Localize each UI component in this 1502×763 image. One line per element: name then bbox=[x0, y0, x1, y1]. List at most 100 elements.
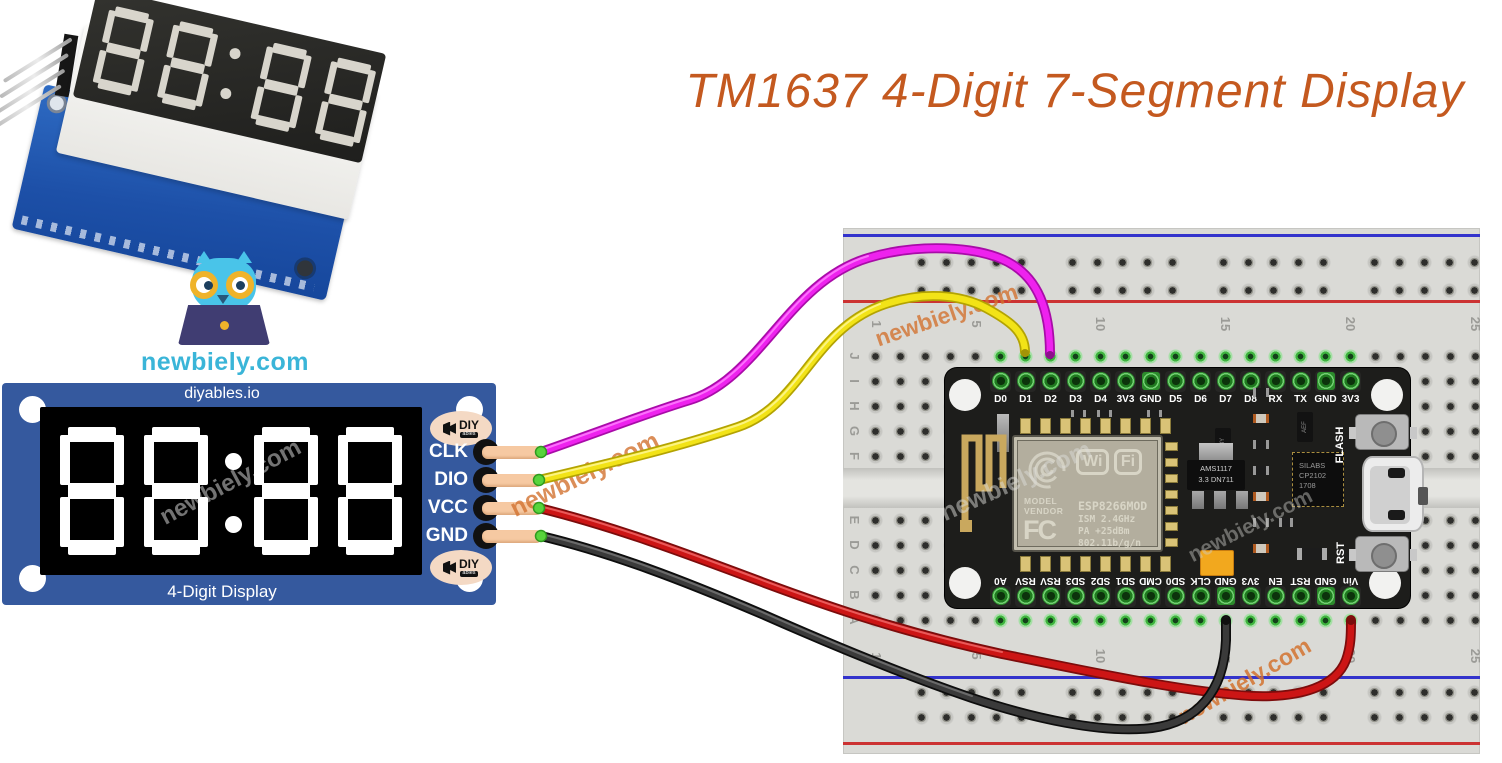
segment-b bbox=[114, 434, 124, 485]
segment-a bbox=[335, 57, 372, 76]
fcc-mark: FC bbox=[1023, 515, 1057, 545]
castellated-pad bbox=[1060, 418, 1071, 434]
segment-b bbox=[139, 18, 155, 52]
photo-digit-8 bbox=[156, 20, 220, 112]
regulator-tab bbox=[1199, 443, 1233, 461]
smd-part bbox=[1253, 440, 1269, 449]
castellated-pad bbox=[1160, 556, 1171, 572]
segment-f bbox=[60, 434, 70, 485]
row-letter: E bbox=[847, 515, 862, 525]
column-number: 25 bbox=[1468, 316, 1480, 332]
display-digit-8 bbox=[144, 427, 208, 555]
connected-holes-row-j bbox=[987, 343, 1363, 369]
regulator-leg bbox=[1214, 491, 1226, 509]
segment-a bbox=[67, 427, 117, 443]
diy-sub-text: ables bbox=[460, 431, 478, 438]
segment-e bbox=[250, 86, 265, 120]
smd-part bbox=[1253, 466, 1269, 475]
reset-button bbox=[1349, 536, 1409, 572]
castellated-pad bbox=[1080, 556, 1091, 572]
segment-f bbox=[259, 46, 274, 80]
segment-d bbox=[318, 129, 356, 148]
segment-g bbox=[327, 93, 364, 112]
mcu-pin-label: A0 bbox=[994, 575, 1007, 586]
mcu-pin-pad bbox=[1288, 370, 1313, 392]
smd-part bbox=[1253, 388, 1269, 397]
castellated-pad bbox=[1165, 474, 1178, 483]
column-number: 5 bbox=[969, 652, 984, 660]
mcu-pin-pad bbox=[988, 370, 1013, 392]
mcu-pin-pad bbox=[1113, 370, 1138, 392]
pin-label-dio: DIO bbox=[434, 469, 468, 490]
row-letter: H bbox=[847, 401, 862, 411]
segment-g bbox=[345, 483, 395, 499]
mcu-pin-label: RSV bbox=[1015, 575, 1036, 586]
esp-model-vendor: MODEL VENDOR bbox=[1024, 496, 1064, 516]
mcu-pin-pad bbox=[1238, 370, 1263, 392]
mcu-pin-label: GND bbox=[1314, 575, 1337, 586]
row-letter: D bbox=[847, 540, 862, 550]
row-letter: J bbox=[847, 352, 862, 360]
segment-b bbox=[362, 69, 377, 104]
mcu-pin-pad bbox=[1263, 370, 1288, 392]
resistor bbox=[1253, 492, 1269, 501]
segment-c bbox=[198, 497, 208, 548]
pin-stub bbox=[482, 502, 542, 515]
mcu-pin-label: SD3 bbox=[1065, 575, 1086, 586]
mcu-pin-pad bbox=[1188, 370, 1213, 392]
owl-eye-icon bbox=[236, 281, 245, 290]
segment-f bbox=[323, 60, 339, 95]
segment-b bbox=[297, 54, 312, 89]
mcu-pin-label: TX bbox=[1294, 394, 1307, 405]
mcu-pin-pad bbox=[1188, 585, 1213, 607]
segment-e bbox=[254, 497, 264, 548]
mcu-pin-label: D8 bbox=[1244, 394, 1257, 405]
segment-c bbox=[392, 497, 402, 548]
display-colon bbox=[224, 453, 242, 533]
diy-text: DIY bbox=[458, 418, 479, 433]
brand-site-text: newbiely.com bbox=[140, 348, 310, 376]
diy-text: DIY bbox=[458, 557, 479, 572]
mcu-pin-label: D1 bbox=[1019, 394, 1032, 405]
smd-part bbox=[1097, 410, 1112, 417]
segment-f bbox=[338, 434, 348, 485]
mcu-pin-pad bbox=[1038, 370, 1063, 392]
segment-g bbox=[67, 483, 117, 499]
mcu-pin-label: EN bbox=[1268, 575, 1283, 586]
mcu-mount-hole-icon bbox=[1369, 567, 1401, 599]
segment-a bbox=[271, 42, 308, 61]
mcu-pin-label: D2 bbox=[1044, 394, 1057, 405]
micro-usb-connector bbox=[1362, 456, 1428, 532]
module-product-label: 4-Digit Display bbox=[167, 582, 277, 601]
segment-b bbox=[392, 434, 402, 485]
display-digit-8 bbox=[60, 427, 124, 555]
castellated-pad bbox=[1140, 418, 1151, 434]
connected-holes-row-a bbox=[987, 607, 1363, 633]
segment-b bbox=[204, 33, 219, 67]
newbiely-logo: newbiely.com bbox=[130, 245, 330, 385]
regulator-leg bbox=[1192, 491, 1204, 509]
segment-c bbox=[114, 497, 124, 548]
mcu-pin-label: CMD bbox=[1139, 575, 1162, 586]
segment-a bbox=[151, 427, 201, 443]
photo-digit-8 bbox=[314, 56, 378, 148]
castellated-pad bbox=[1040, 418, 1051, 434]
mcu-pin-pad bbox=[1113, 585, 1138, 607]
castellated-pad bbox=[1100, 418, 1111, 434]
mcu-pin-label: D7 bbox=[1219, 394, 1232, 405]
mcu-mount-hole-icon bbox=[949, 379, 981, 411]
mcu-pin-pad bbox=[1213, 585, 1238, 607]
segment-f bbox=[144, 434, 154, 485]
segment-e bbox=[144, 497, 154, 548]
mcu-pin-pad bbox=[1063, 585, 1088, 607]
smd-part bbox=[1297, 548, 1327, 560]
rail-line-blue bbox=[843, 234, 1480, 237]
owl-glasses-icon bbox=[226, 271, 254, 299]
mcu-pin-label: SD2 bbox=[1090, 575, 1111, 586]
castellated-pad bbox=[1120, 418, 1131, 434]
mcu-mount-hole-icon bbox=[1371, 379, 1403, 411]
castellated-pad bbox=[1060, 556, 1071, 572]
